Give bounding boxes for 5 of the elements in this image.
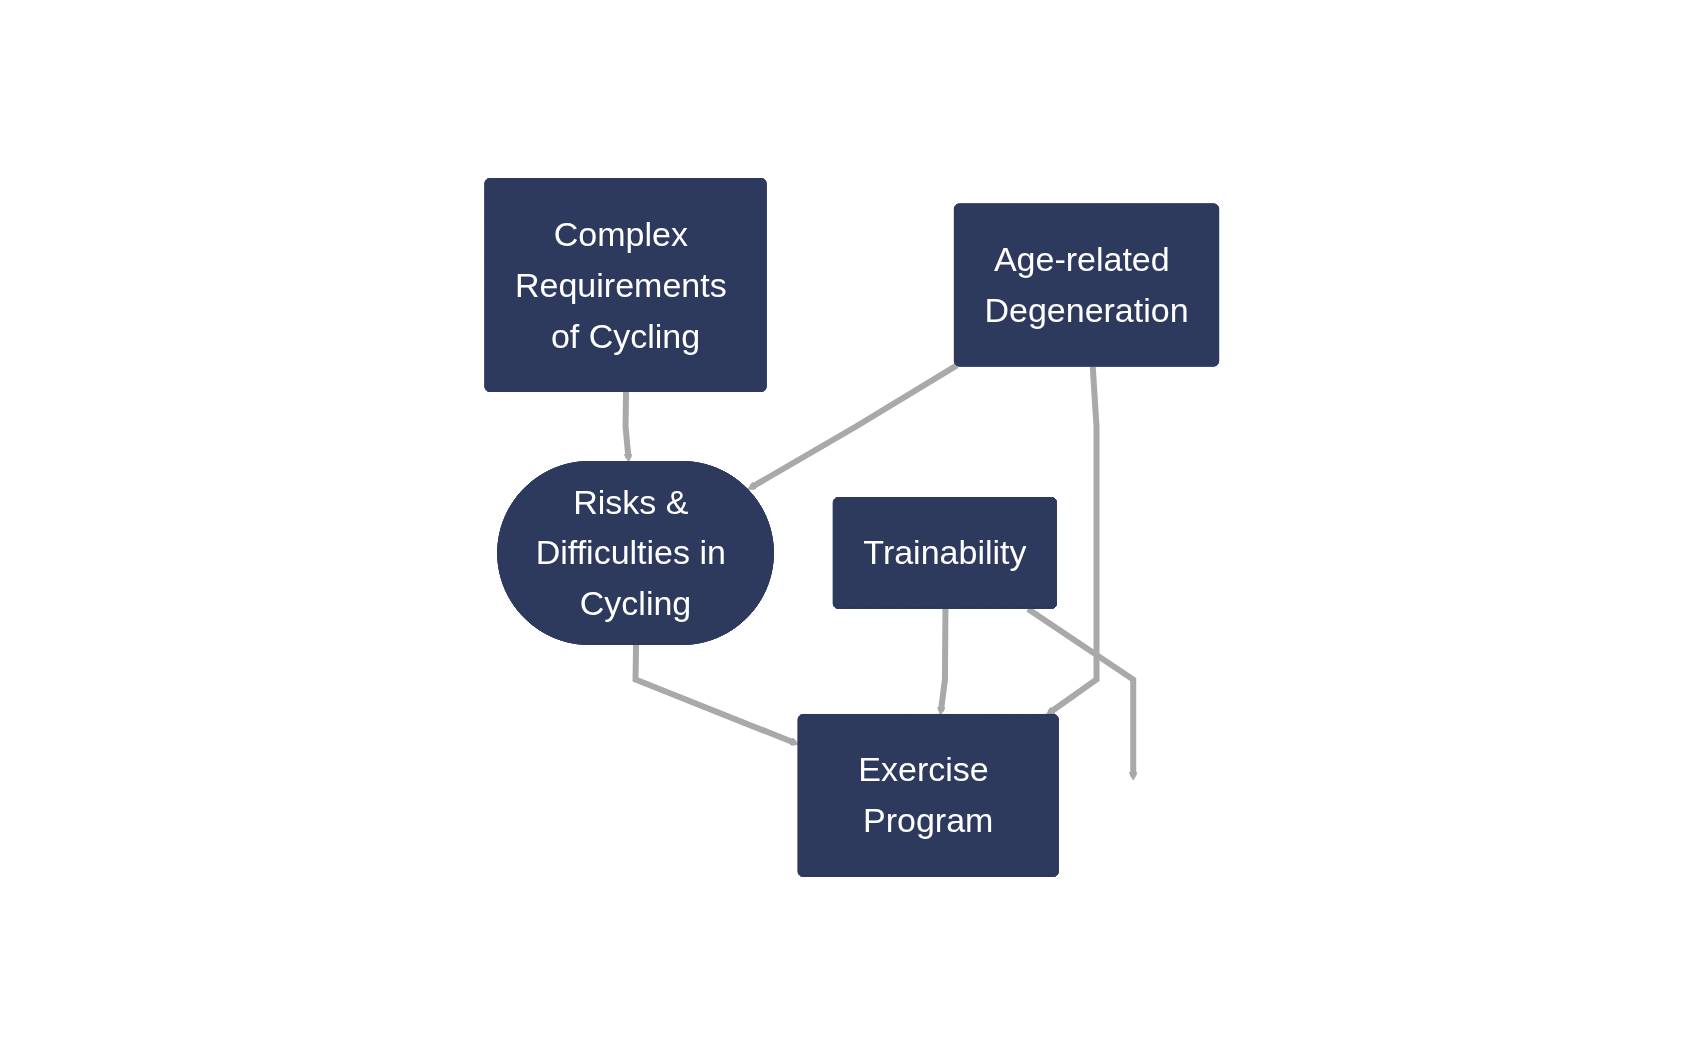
arrow bbox=[622, 391, 633, 463]
arrow bbox=[1045, 366, 1100, 716]
arrow bbox=[747, 362, 959, 491]
arrow bbox=[632, 644, 799, 746]
arrow bbox=[936, 608, 949, 716]
